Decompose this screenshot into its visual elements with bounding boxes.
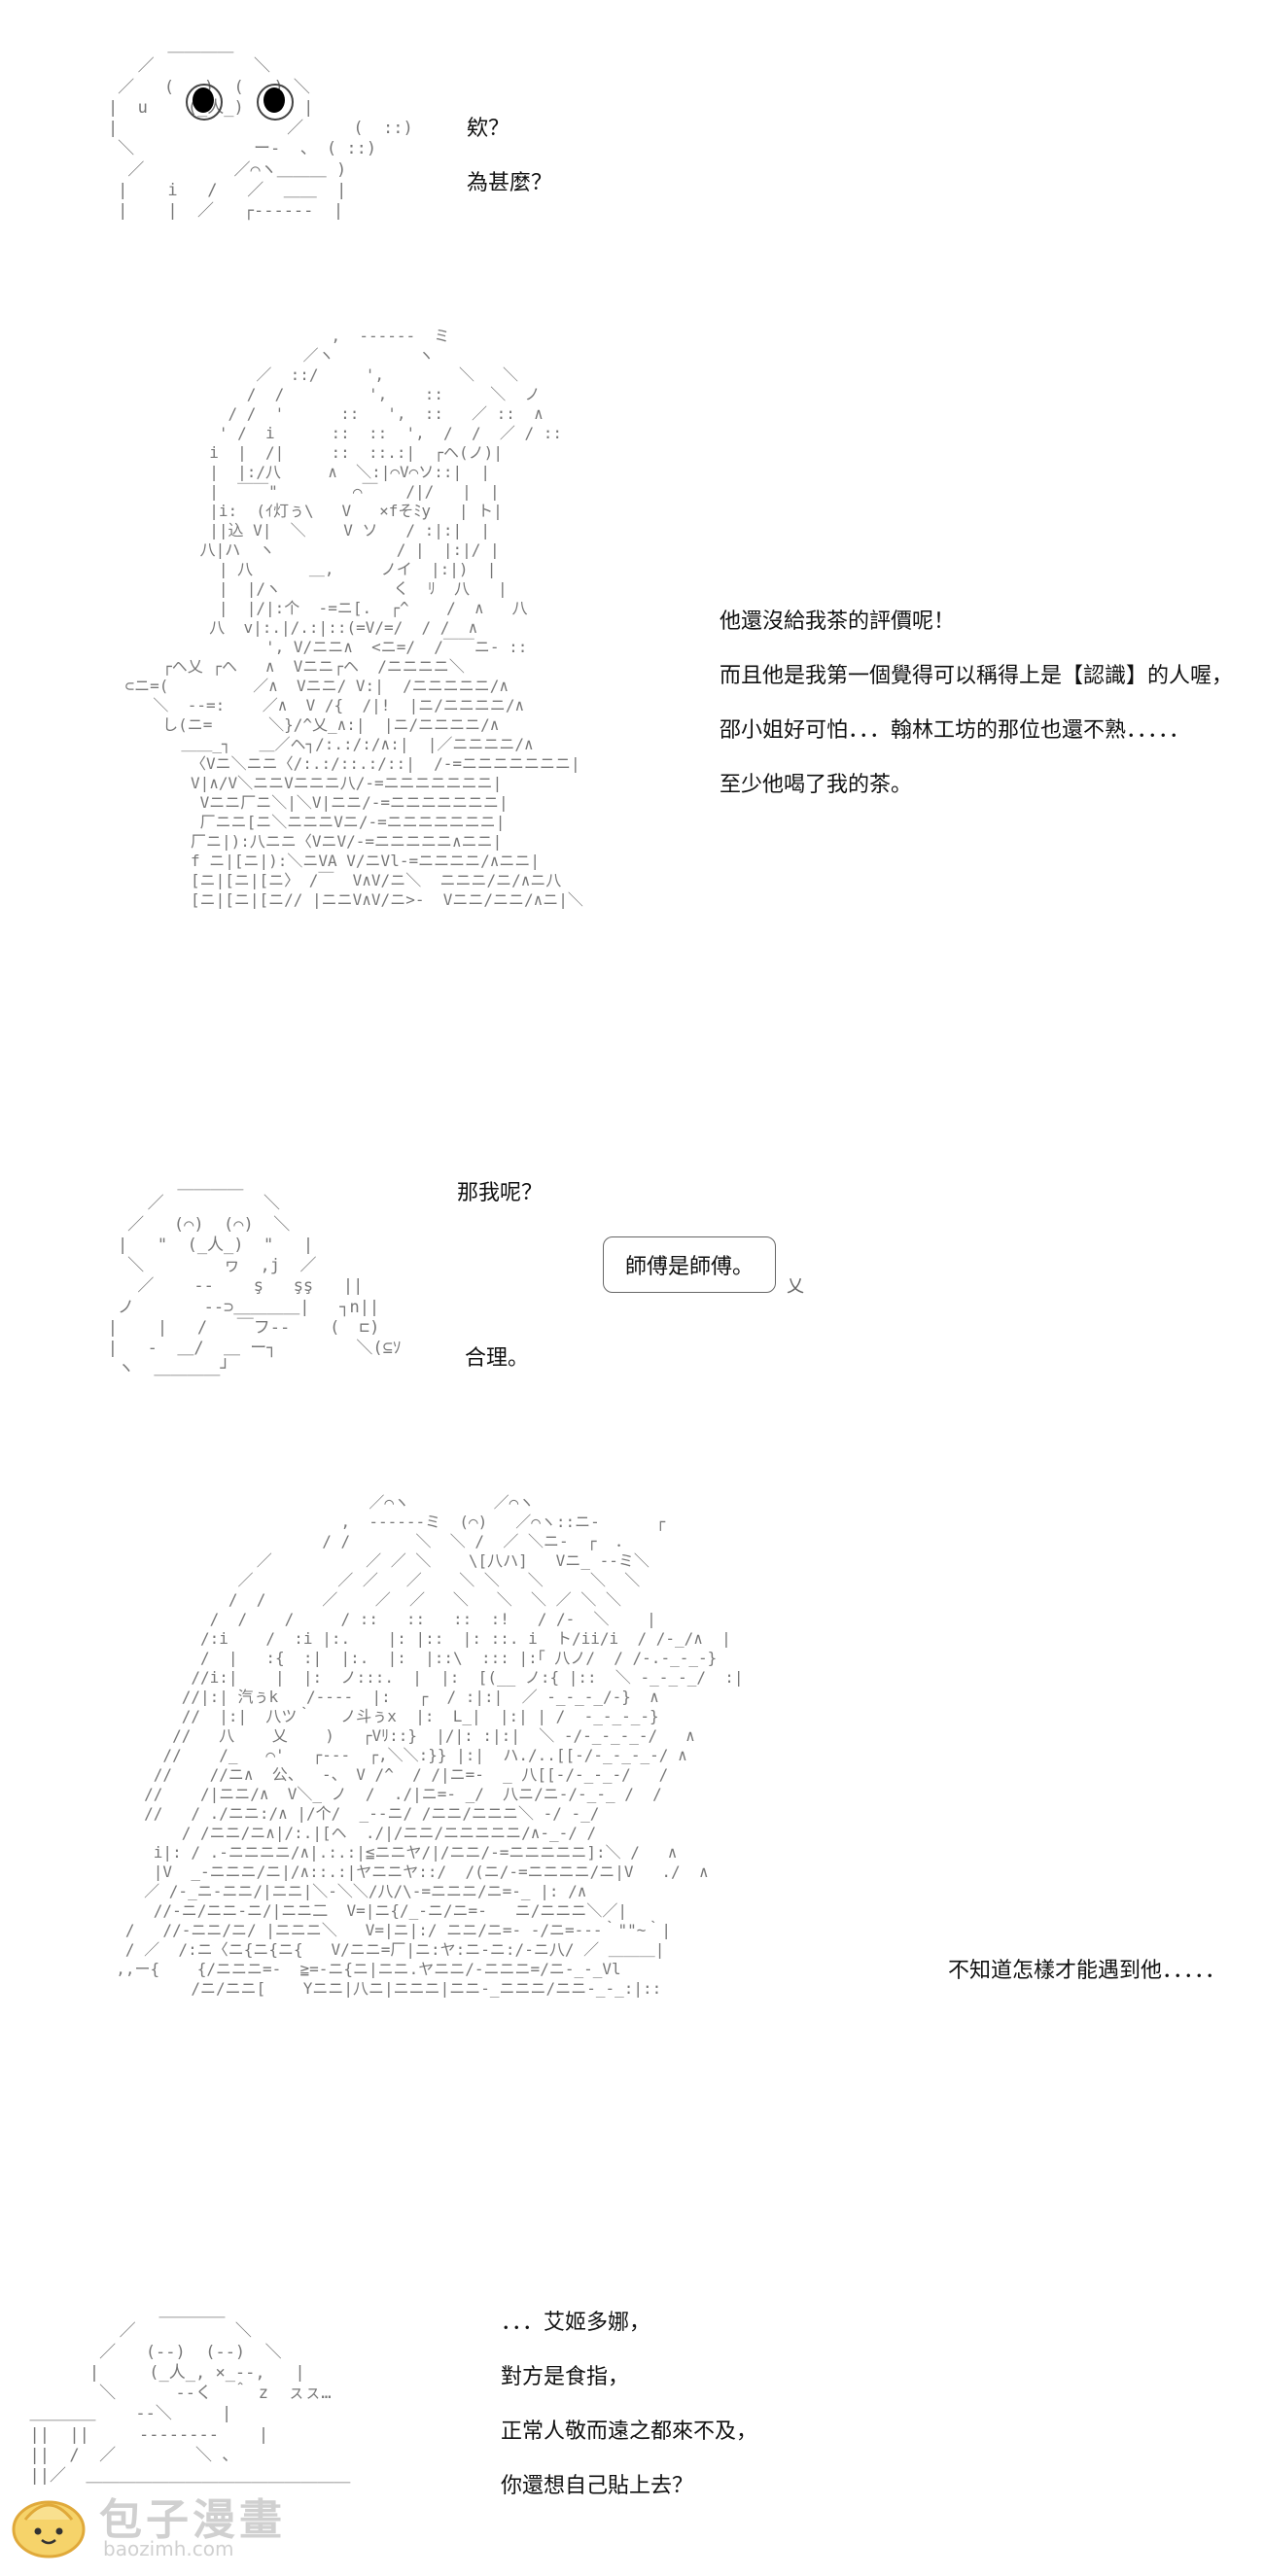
watermark-name: 包子漫畫 — [99, 2495, 286, 2545]
dialog-panel-5: ．．．艾姬多娜， 對方是食指， 正常人敬而遠之都來不及， 你還想自己貼上去？ — [501, 2296, 757, 2514]
dialog-line: 而且他是我第一個覺得可以稱得上是【認識】的人喔， — [720, 664, 1234, 688]
dialog-line: 正常人敬而遠之都來不及， — [501, 2419, 758, 2444]
dialog-panel-3-top: 那我呢？ — [457, 1166, 543, 1221]
dialog-line: 邵小姐好可怕．．．翰林工坊的那位也還不熟．．．．． — [720, 718, 1191, 743]
dialog-panel-1: 欸？ 為甚麼？ — [467, 102, 552, 211]
bun-logo-icon — [12, 2500, 86, 2559]
panel-1: ＿＿＿＿ ／ ＼ ／ ( ) ( ) ＼ | u (_人_) | | ／ ( :… — [0, 0, 1264, 292]
panel-4: ／⌒ヽ ／⌒ヽ , ‐‐‐‐‐‐ミ (⌒) ／⌒ヽ::ニ- ┌ / / ＼ ＼ … — [0, 1468, 1264, 2275]
ascii-art-character-1: ＿＿＿＿ ／ ＼ ／ ( ) ( ) ＼ | u (_人_) | | ／ ( :… — [107, 36, 413, 221]
dialog-line: 對方是食指， — [501, 2365, 630, 2389]
speech-bubble-tail: 乂 — [787, 1276, 805, 1297]
dialog-line: 那我呢？ — [457, 1181, 544, 1205]
dialog-line: 為甚麼？ — [467, 171, 553, 195]
dialog-line: 欸？ — [467, 117, 510, 141]
ascii-art-character-3: ＿＿＿＿ ／ ＼ ／ (⌒) (⌒) ＼ | " (_人_) " | ＼ ヮ ,… — [107, 1173, 402, 1379]
right-eye-ring — [257, 84, 294, 121]
panel-5: ＿＿＿＿ ／ ＼ ／ (‐‐) (‐‐) ＼ | (_人_, ×_‐‐, | ＼… — [0, 2275, 1264, 2576]
left-eye-ring — [186, 84, 223, 121]
watermark-url: baozimh.com — [103, 2537, 234, 2560]
watermark: 包子漫畫 baozimh.com — [10, 2481, 331, 2564]
ascii-art-character-4: ／⌒ヽ ／⌒ヽ , ‐‐‐‐‐‐ミ (⌒) ／⌒ヽ::ニ- ┌ / / ＼ ＼ … — [116, 1493, 744, 1998]
dialog-line: 不知道怎樣才能遇到他．．．．． — [948, 1959, 1227, 1983]
dialog-panel-4: 不知道怎樣才能遇到他．．．．． — [948, 1944, 1226, 1999]
speech-bubble-text: 師傅是師傅。 — [625, 1255, 755, 1279]
ascii-art-character-5: ＿＿＿＿ ／ ＼ ／ (‐‐) (‐‐) ＼ | (_人_, ×_‐‐, | ＼… — [29, 2301, 351, 2486]
dialog-panel-2: 他還沒給我茶的評價呢！ 而且他是我第一個覺得可以稱得上是【認識】的人喔， 邵小姐… — [720, 595, 1233, 813]
left-eye — [193, 87, 214, 113]
panel-2: , ‐‐‐‐‐‐ ミ ／ヽ ヽ ／ ::/ ', ＼ ＼ / / ', :: ＼… — [0, 292, 1264, 1147]
dialog-line: 至少他喝了我的茶。 — [720, 773, 913, 797]
ascii-art-character-2: , ‐‐‐‐‐‐ ミ ／ヽ ヽ ／ ::/ ', ＼ ＼ / / ', :: ＼… — [124, 327, 583, 909]
panel-3: ＿＿＿＿ ／ ＼ ／ (⌒) (⌒) ＼ | " (_人_) " | ＼ ヮ ,… — [0, 1147, 1264, 1468]
dialog-line: 合理。 — [465, 1346, 530, 1371]
dialog-line: ．．．艾姬多娜， — [501, 2311, 651, 2335]
dialog-panel-3-bottom: 合理。 — [465, 1332, 529, 1386]
right-eye — [263, 87, 285, 113]
dialog-line: 你還想自己貼上去？ — [501, 2474, 694, 2498]
dialog-line: 他還沒給我茶的評價呢！ — [720, 609, 956, 634]
speech-bubble: 師傅是師傅。 乂 — [603, 1236, 804, 1297]
